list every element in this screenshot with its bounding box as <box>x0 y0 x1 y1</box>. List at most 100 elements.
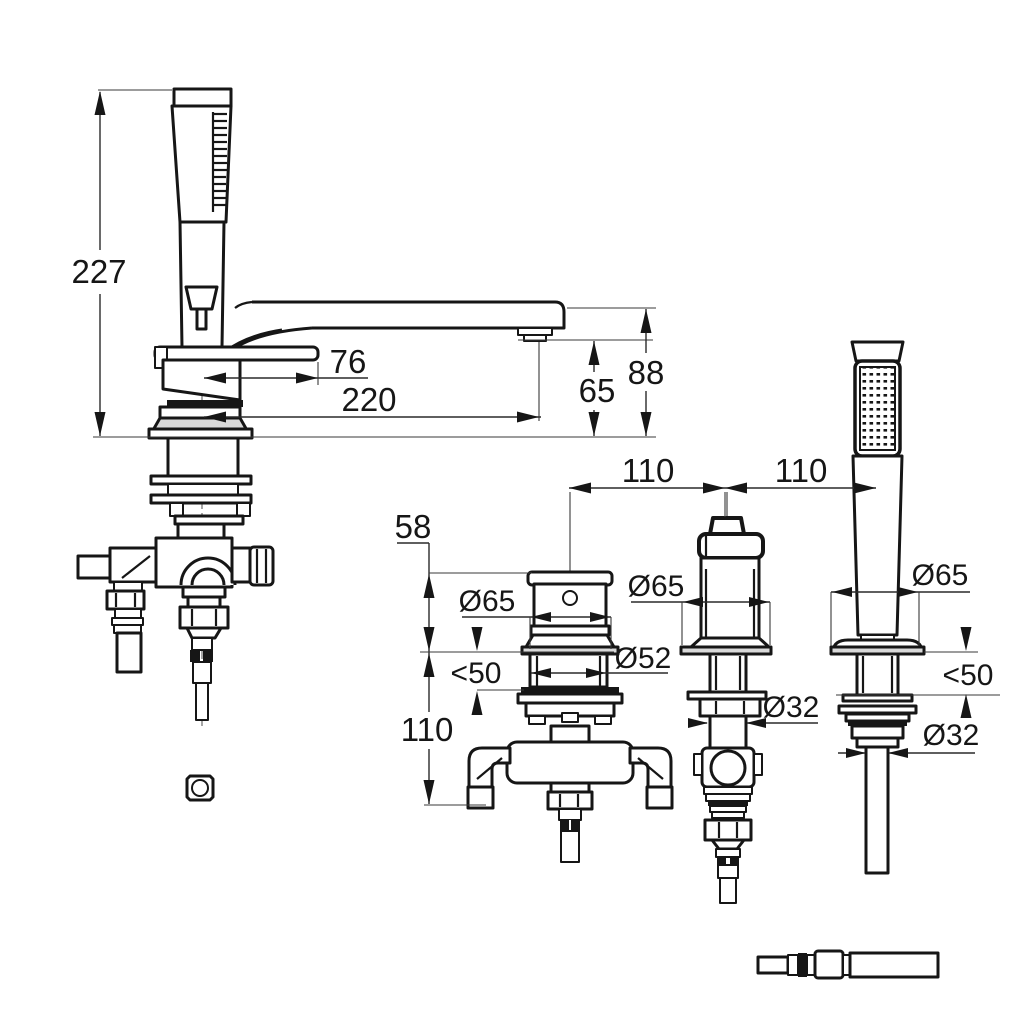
diverter-knob <box>184 285 219 311</box>
stack-band <box>708 801 748 806</box>
handle-knob <box>697 532 765 560</box>
dim-trim-dia: Ø52 <box>615 642 672 675</box>
connector-tube-right <box>848 951 940 979</box>
center-band-right <box>203 650 213 662</box>
left-chain-hex <box>105 589 146 611</box>
t-elbow-left-tube <box>466 785 495 810</box>
trim-bell <box>524 633 616 649</box>
elbow-block <box>108 546 158 584</box>
connector-ring1 <box>787 954 799 976</box>
handle-stem <box>708 516 746 536</box>
shower-wand-body <box>851 454 904 637</box>
dim-outlet-height: 65 <box>579 372 616 409</box>
dim-spacing-left: 110 <box>622 452 675 489</box>
stack-plate2 <box>705 793 751 802</box>
aerator-tip <box>523 334 547 342</box>
clamp-tab-left <box>169 502 184 517</box>
holder-plate2 <box>844 712 911 723</box>
shank <box>166 436 240 478</box>
dim-escutcheon-shower: Ø65 <box>912 559 969 592</box>
connector-band <box>798 953 807 977</box>
handshower-front-view <box>829 340 926 875</box>
spray-ribs <box>211 112 227 212</box>
valve-wing-right <box>753 753 763 776</box>
escutcheon-flange <box>153 345 320 362</box>
clamp-tab-right <box>236 502 251 517</box>
dim-escutcheon-spout: Ø65 <box>459 585 516 618</box>
lower-band-right <box>730 857 739 865</box>
dim-overall-height: 227 <box>71 253 126 290</box>
t-body <box>505 740 635 785</box>
center-tube2 <box>192 661 212 684</box>
dim-spout-offset: 76 <box>330 343 367 380</box>
holder-band <box>848 722 907 726</box>
valve-port <box>709 749 747 787</box>
dim-escutcheon-handle: Ø65 <box>628 570 685 603</box>
washer-1 <box>149 474 253 486</box>
valve-wing-left <box>693 753 703 776</box>
shower-cap <box>850 340 905 363</box>
lower-collar <box>715 848 741 858</box>
hose-loop-inner <box>190 567 226 586</box>
connector-block <box>813 949 845 980</box>
t-center-tube1 <box>558 808 582 821</box>
spray-face-nozzles <box>859 366 896 451</box>
t-center-tube2 <box>560 830 580 863</box>
lower-band-left <box>717 857 726 865</box>
tbody-neck <box>549 724 591 744</box>
connector-tube-left <box>756 955 790 975</box>
dim-deck-max-left: <50 <box>451 657 502 690</box>
elbow-accent <box>121 555 151 579</box>
clamp-foot-right <box>594 715 612 725</box>
holder-washer <box>841 693 914 703</box>
elbow-spigot <box>76 554 112 580</box>
handle-tube <box>708 714 748 750</box>
trim-hole <box>562 590 578 606</box>
handshower-cap <box>172 87 233 108</box>
dim-spout-height: 88 <box>628 354 665 391</box>
mixer-side-view <box>76 87 566 802</box>
t-elbow-right-tube <box>645 785 674 810</box>
center-tube1 <box>191 637 213 651</box>
holder-plate1 <box>837 704 918 715</box>
coupler-neck <box>230 546 252 584</box>
center-tube3 <box>195 682 209 721</box>
dim-deck-max-right: <50 <box>943 659 994 692</box>
lower-tube1 <box>717 864 739 879</box>
aerator <box>517 327 553 336</box>
coupler-hex <box>248 545 275 587</box>
center-hex <box>178 605 230 630</box>
spout-profile <box>252 300 566 330</box>
gasket-hole <box>191 779 209 797</box>
dim-spout-reach: 220 <box>341 381 396 418</box>
thread-section <box>167 483 239 496</box>
dim-shank-handle: Ø32 <box>763 691 820 724</box>
lower-hex <box>703 818 753 842</box>
inline-connector <box>756 949 940 980</box>
diverter-stem <box>195 307 208 331</box>
spout-root-top <box>234 300 253 309</box>
holder-tube <box>864 745 890 875</box>
handle-nut <box>698 697 762 718</box>
dimension-lines <box>93 89 1000 806</box>
stack-ring2 <box>711 811 745 819</box>
left-chain-tube <box>115 631 143 674</box>
left-chain-collar <box>114 608 142 619</box>
washer-2 <box>149 493 253 505</box>
center-band-left <box>190 650 200 662</box>
clamp-foot-left <box>528 715 546 725</box>
holder-nut <box>850 724 905 740</box>
oring-band <box>167 400 243 407</box>
handle-front-view <box>679 516 773 904</box>
lower-tube2 <box>719 877 737 904</box>
clamp-center-tab <box>561 712 579 723</box>
dim-body-height: 58 <box>395 508 432 545</box>
left-chain-rib1 <box>111 617 144 626</box>
dimension-labels: 227 76 220 65 88 110 110 58 110 Ø65 Ø52 … <box>71 253 993 752</box>
lower-taper <box>710 838 746 851</box>
dim-spacing-right: 110 <box>775 452 828 489</box>
center-taper <box>185 626 223 640</box>
stack-plate1 <box>703 786 753 795</box>
